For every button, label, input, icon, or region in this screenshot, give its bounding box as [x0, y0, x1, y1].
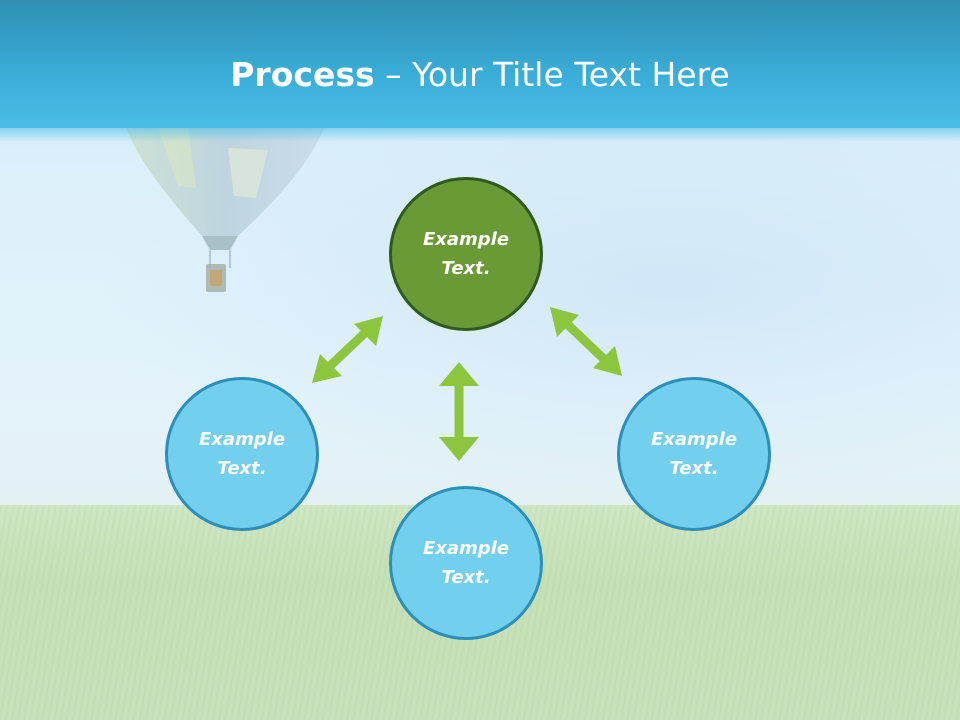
node-text-line2: Text. — [217, 458, 267, 479]
node-text-line1: Example — [198, 429, 286, 450]
node-center-top-text: Example Text. — [423, 225, 509, 283]
title-bar — [0, 0, 960, 128]
node-text-line2: Text. — [669, 458, 719, 479]
title-rest: – Your Title Text Here — [374, 55, 730, 94]
node-text-line2: Text. — [441, 258, 491, 279]
double-arrow-right — [550, 307, 622, 376]
node-right: Example Text. — [617, 377, 771, 531]
double-arrow-left — [312, 316, 383, 383]
node-text-line1: Example — [422, 538, 510, 559]
title-bar-fade — [0, 120, 960, 142]
node-left-text: Example Text. — [199, 425, 285, 483]
node-left: Example Text. — [165, 377, 319, 531]
node-bottom: Example Text. — [389, 486, 543, 640]
node-text-line2: Text. — [441, 567, 491, 588]
node-right-text: Example Text. — [651, 425, 737, 483]
title-bold: Process — [230, 55, 375, 94]
slide-title: Process – Your Title Text Here — [0, 52, 960, 98]
node-center-top: Example Text. — [389, 177, 543, 331]
node-text-line1: Example — [422, 229, 510, 250]
node-bottom-text: Example Text. — [423, 534, 509, 592]
hot-air-balloon-image — [126, 128, 324, 292]
node-text-line1: Example — [650, 429, 738, 450]
double-arrow-bottom — [439, 362, 479, 461]
